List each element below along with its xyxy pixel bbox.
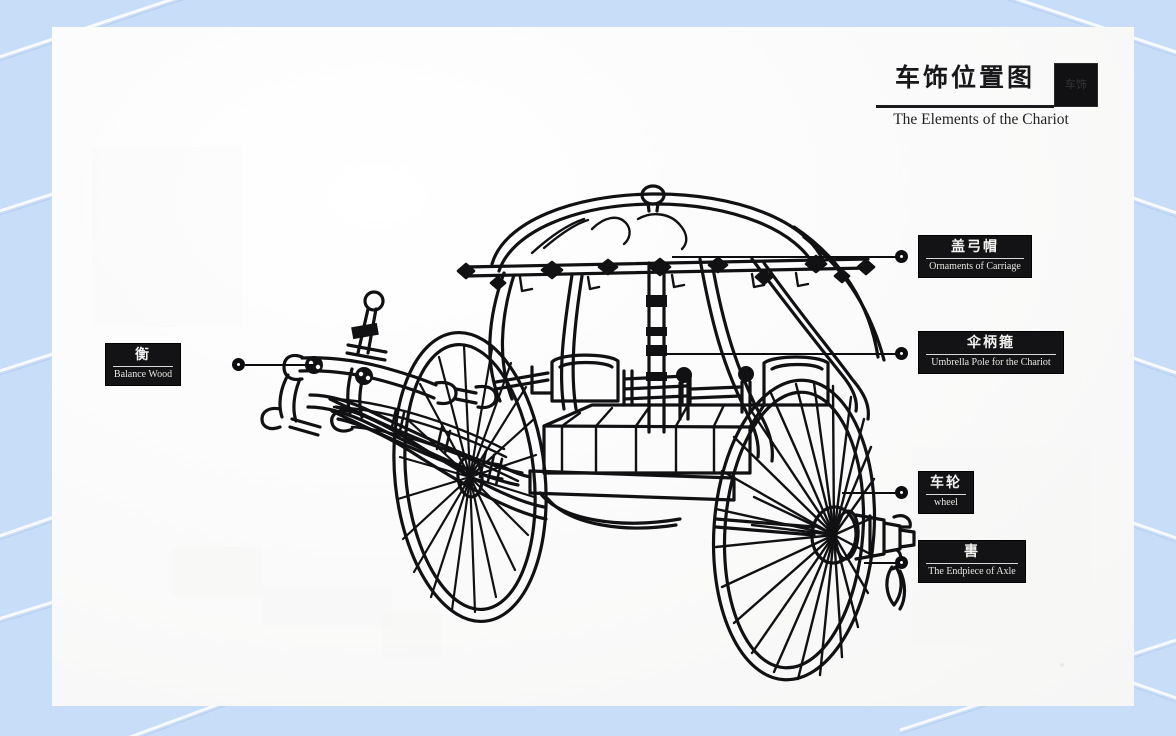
page-title-english: The Elements of the Chariot	[893, 111, 1069, 128]
callout-endpiece-of-axle[interactable]: 軎 The Endpiece of Axle	[918, 540, 1026, 583]
callout-wheel-chinese: 车轮	[930, 475, 962, 491]
callout-ornaments-of-carriage-chinese: 盖弓帽	[951, 239, 999, 255]
callout-balance-wood-english: Balance Wood	[113, 369, 173, 380]
callout-umbrella-pole[interactable]: 伞柄箍 Umbrella Pole for the Chariot	[918, 331, 1064, 374]
callout-wheel-english: wheel	[934, 497, 958, 508]
callout-divider	[926, 494, 966, 495]
leader-dot-ornaments-of-carriage	[895, 250, 908, 263]
leader-dot-wheel	[895, 486, 908, 499]
callout-ornaments-of-carriage-english: Ornaments of Carriage	[929, 261, 1021, 272]
callout-ornaments-of-carriage[interactable]: 盖弓帽 Ornaments of Carriage	[918, 235, 1032, 278]
leader-line-umbrella-pole	[664, 353, 900, 355]
callout-divider	[926, 354, 1056, 355]
carriage-box	[528, 403, 766, 530]
leader-dot-balance-wood	[232, 358, 245, 371]
canopy-rib-with-ornaments	[456, 254, 876, 293]
railing	[494, 353, 830, 421]
leader-line-wheel	[842, 492, 900, 494]
callout-balance-wood-chinese: 衡	[135, 347, 151, 363]
title-block: 车饰位置图 车饰 The Elements of the Chariot	[876, 63, 1098, 128]
leader-dot-umbrella-pole	[895, 347, 908, 360]
callout-divider	[926, 563, 1018, 564]
leader-dot-endpiece-of-axle	[895, 556, 908, 569]
callout-endpiece-of-axle-chinese: 軎	[964, 544, 980, 560]
page-title-chinese: 车饰位置图	[894, 63, 1035, 92]
leader-line-ornaments-of-carriage	[672, 256, 900, 258]
callout-endpiece-of-axle-english: The Endpiece of Axle	[928, 566, 1016, 577]
umbrella-pole	[646, 261, 667, 434]
far-wheel	[392, 330, 548, 624]
title-underline-rule	[876, 105, 1054, 108]
traces	[330, 397, 520, 483]
leader-line-endpiece-of-axle	[864, 562, 900, 564]
callout-balance-wood[interactable]: 衡 Balance Wood	[105, 343, 181, 386]
seal-stamp-glyphs: 车饰	[1065, 78, 1087, 91]
callout-umbrella-pole-english: Umbrella Pole for the Chariot	[931, 357, 1051, 368]
seal-stamp: 车饰	[1054, 63, 1098, 107]
callout-umbrella-pole-chinese: 伞柄箍	[967, 335, 1015, 351]
callout-divider	[926, 258, 1024, 259]
near-wheel	[711, 378, 877, 682]
title-row: 车饰位置图 车饰	[876, 63, 1098, 109]
canopy	[488, 184, 886, 463]
draft-pole	[306, 393, 548, 521]
callout-divider	[113, 366, 173, 367]
callout-wheel[interactable]: 车轮 wheel	[918, 471, 974, 514]
leader-line-balance-wood	[245, 364, 315, 366]
document-sheet: 车饰位置图 车饰 The Elements of the Chariot	[52, 27, 1134, 706]
